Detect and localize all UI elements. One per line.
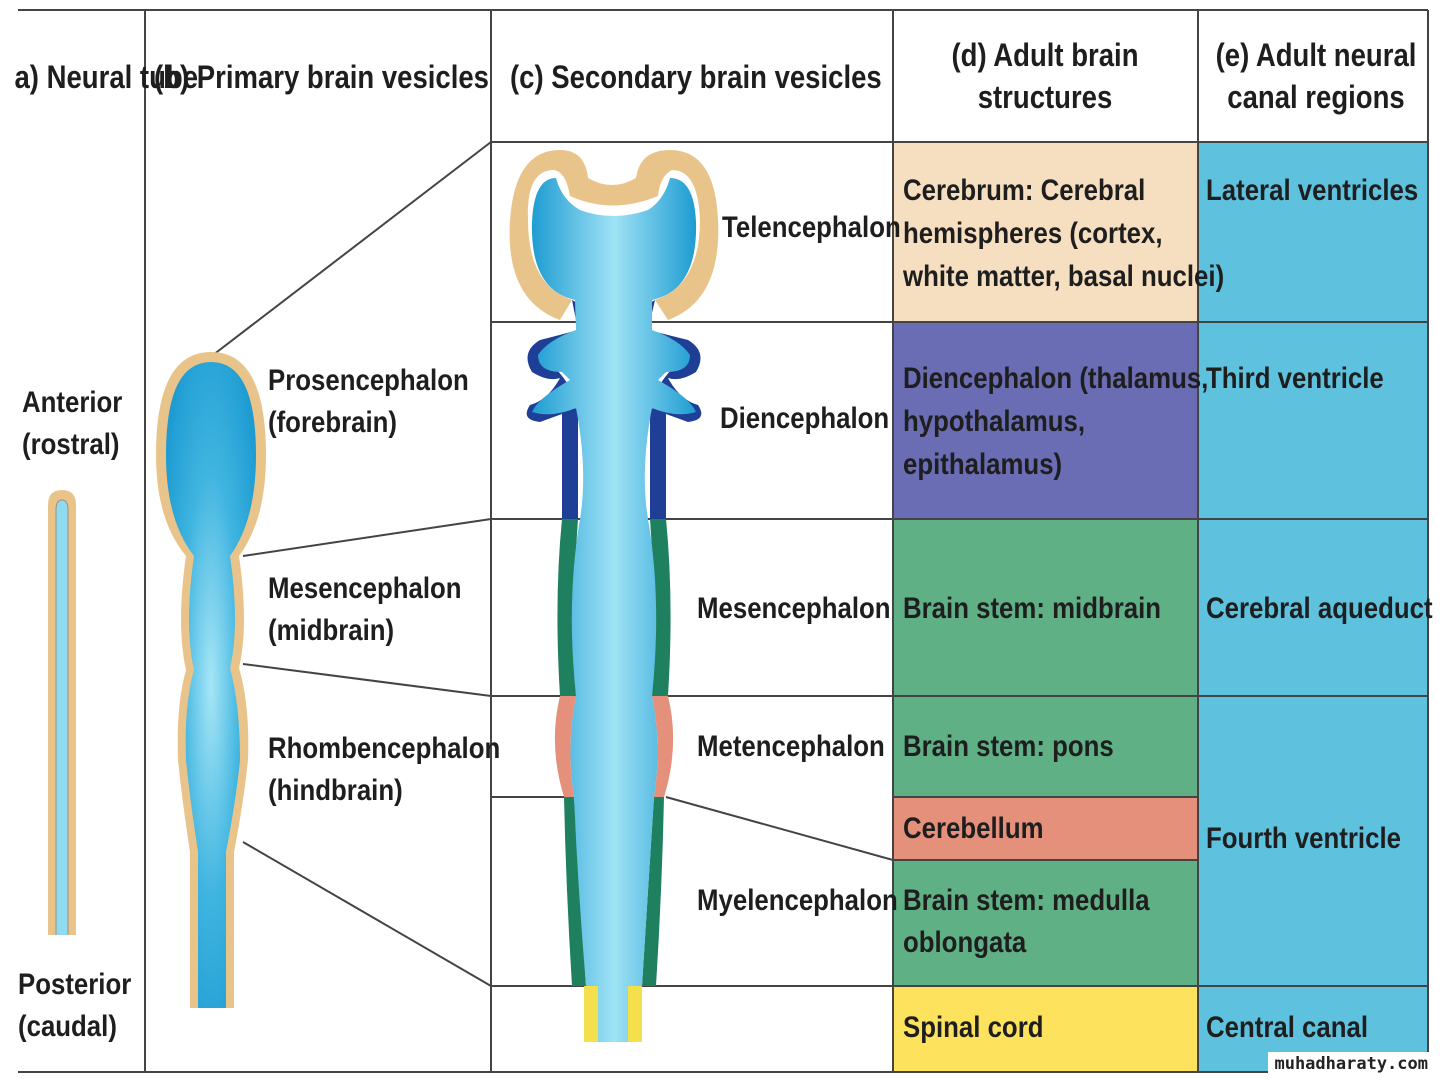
header-primary-vesicles: (b) Primary brain vesicles [154, 59, 489, 95]
label-rostral: (rostral) [22, 428, 120, 461]
structure-cerebellum: Cerebellum [903, 812, 1044, 845]
structure-diencephalon-line2: hypothalamus, [903, 405, 1086, 438]
watermark: muhadharaty.com [1268, 1052, 1434, 1076]
label-metencephalon: Metencephalon [697, 730, 885, 763]
label-forebrain: (forebrain) [268, 406, 397, 439]
structure-spinal-cord: Spinal cord [903, 1011, 1044, 1044]
label-mesencephalon-secondary: Mesencephalon [697, 592, 891, 625]
canal-central-canal: Central canal [1206, 1011, 1369, 1044]
structure-diencephalon-line3: epithalamus) [903, 448, 1063, 481]
canal-column [1198, 142, 1428, 1072]
header-canal-regions: (e) Adult neural canal regions [1215, 37, 1417, 115]
structure-medulla-line2: oblongata [903, 926, 1027, 959]
secondary-vesicles-drawing [509, 150, 719, 1042]
cell-diencephalon [893, 322, 1198, 519]
primary-vesicles-drawing [156, 352, 266, 1008]
cell-pons [893, 696, 1198, 797]
structure-diencephalon-line1: Diencephalon (thalamus, [903, 362, 1209, 395]
header-secondary-vesicles: (c) Secondary brain vesicles [510, 59, 882, 95]
canal-fourth-ventricle: Fourth ventricle [1206, 822, 1401, 855]
structure-medulla-line1: Brain stem: medulla [903, 884, 1150, 917]
label-hindbrain: (hindbrain) [268, 774, 403, 807]
canal-third-ventricle: Third ventricle [1206, 362, 1384, 395]
label-telencephalon: Telencephalon [722, 211, 901, 244]
header-adult-structures: (d) Adult brain structures [951, 37, 1139, 115]
structure-pons: Brain stem: pons [903, 730, 1114, 763]
label-posterior: Posterior [18, 968, 132, 1001]
label-myelencephalon: Myelencephalon [697, 884, 898, 917]
structure-cerebrum-line1: Cerebrum: Cerebral [903, 174, 1146, 207]
cell-spinal-cord [893, 986, 1198, 1072]
cell-midbrain [893, 519, 1198, 696]
label-caudal: (caudal) [18, 1010, 117, 1043]
cell-cerebrum [893, 142, 1198, 322]
neural-tube-drawing [48, 490, 76, 935]
cell-medulla [893, 860, 1198, 986]
header-neural-tube: a) Neural tube [14, 59, 199, 95]
label-rhombencephalon: Rhombencephalon [268, 732, 501, 765]
structure-cerebrum-line3: white matter, basal nuclei) [903, 260, 1225, 293]
label-prosencephalon: Prosencephalon [268, 364, 469, 397]
label-midbrain: (midbrain) [268, 614, 395, 647]
label-mesencephalon-primary: Mesencephalon [268, 572, 462, 605]
cell-cerebellum [893, 797, 1198, 860]
canal-cerebral-aqueduct: Cerebral aqueduct [1206, 592, 1433, 625]
structure-midbrain: Brain stem: midbrain [903, 592, 1162, 625]
label-anterior: Anterior [22, 386, 123, 419]
label-diencephalon: Diencephalon [720, 402, 890, 435]
structure-cerebrum-line2: hemispheres (cortex, [903, 217, 1163, 250]
canal-lateral-ventricles: Lateral ventricles [1206, 174, 1419, 207]
